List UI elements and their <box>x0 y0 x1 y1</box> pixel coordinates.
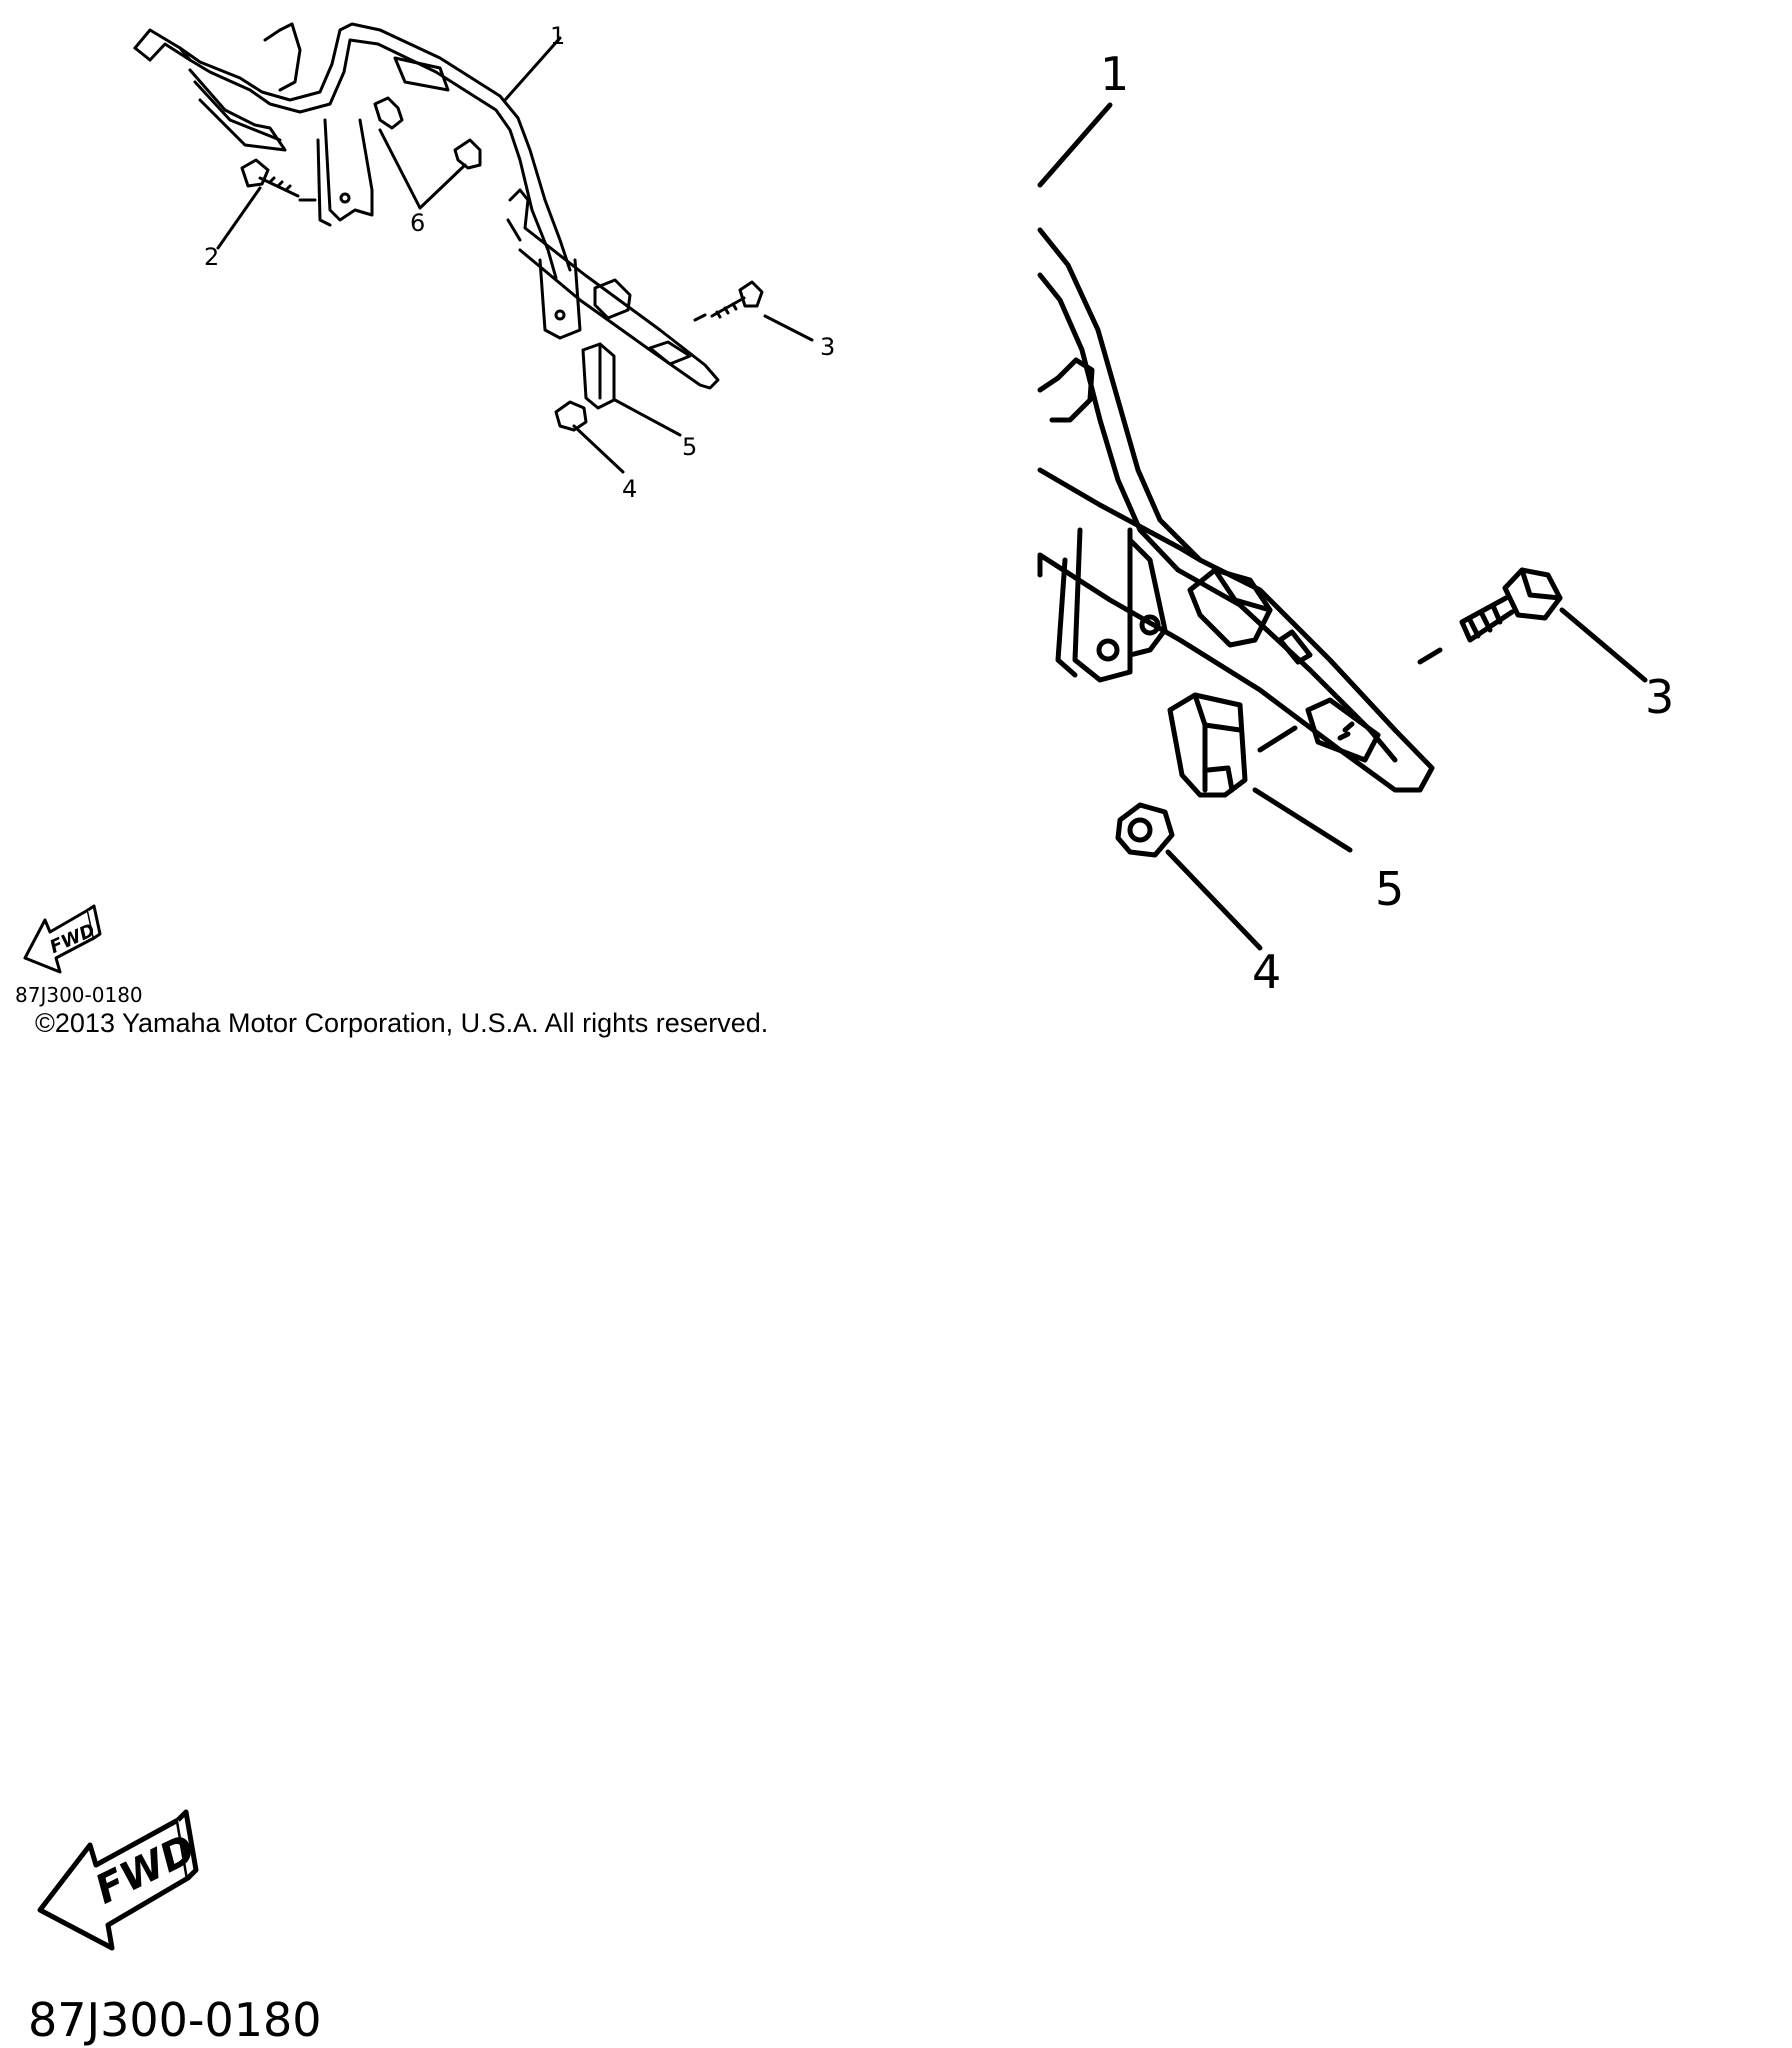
handle-bar-frame <box>133 22 814 474</box>
callout-5-small: 5 <box>682 433 697 461</box>
callout-3-small: 3 <box>820 333 835 361</box>
copyright-notice: ©2013 Yamaha Motor Corporation, U.S.A. A… <box>35 1008 769 1038</box>
callout-3-large: 3 <box>1645 670 1674 724</box>
callout-2-small: 2 <box>204 243 219 271</box>
part-code-small: 87J300-0180 <box>15 983 143 1007</box>
callout-6-small: 6 <box>410 209 425 237</box>
callout-4-large: 4 <box>1252 945 1281 999</box>
callout-5-large: 5 <box>1375 862 1404 916</box>
callout-1-large: 1 <box>1100 47 1129 101</box>
fwd-arrow-large: FWD <box>37 1809 203 1951</box>
large-detail <box>1037 102 1648 951</box>
callout-1-small: 1 <box>550 22 565 50</box>
part-code-large: 87J300-0180 <box>28 1993 322 2047</box>
fwd-arrow-small: FWD <box>23 904 102 974</box>
callout-4-small: 4 <box>622 475 637 503</box>
small-diagram: 1 2 3 4 5 6 <box>133 22 835 503</box>
